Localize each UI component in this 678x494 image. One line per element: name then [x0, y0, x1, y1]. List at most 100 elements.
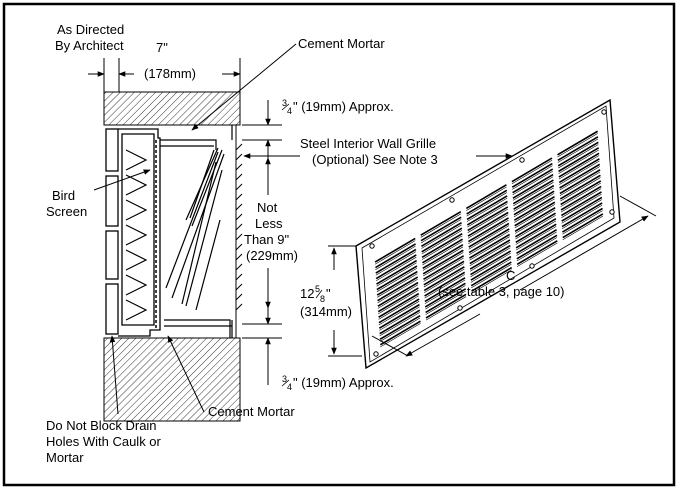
grille-slot-shadow	[559, 166, 600, 191]
c-arrow-2	[405, 313, 481, 357]
grille-slot-shadow	[423, 252, 464, 277]
grille-slot-shadow	[557, 138, 599, 163]
cement-mortar-top-label: Cement Mortar	[298, 36, 385, 51]
grille-slot	[375, 248, 417, 274]
grille-slot	[469, 233, 510, 259]
grille-slot	[374, 237, 416, 263]
grille-slot	[376, 265, 418, 291]
grille-slot-shadow	[557, 133, 598, 158]
grille-slot-shadow	[470, 247, 511, 272]
grille-slot	[375, 254, 417, 280]
grille-slot-shadow	[560, 188, 602, 213]
grille-slot	[379, 320, 421, 346]
drain-label-2: Holes With Caulk or	[46, 434, 162, 449]
grille-slot	[515, 223, 557, 249]
grille-slot	[558, 152, 600, 178]
grille-slot-shadow	[420, 219, 462, 244]
height-mm-label: (314mm)	[300, 304, 352, 319]
gap-top-label: " (19mm) Approx.	[293, 99, 394, 114]
wall-face-hatch	[235, 125, 243, 338]
grille-slot-shadow	[559, 171, 601, 196]
grille-slot-shadow	[421, 230, 463, 255]
grille-slot-shadow	[513, 187, 554, 212]
height-frac-den: 8	[320, 294, 325, 304]
sleeve	[160, 125, 233, 338]
grille-slot-shadow	[425, 285, 466, 310]
grille-slot-shadow	[561, 204, 603, 229]
grille-slot	[559, 163, 601, 189]
as-directed-label-1: As Directed	[57, 22, 124, 37]
grille-slot-shadow	[380, 323, 421, 348]
grille-slot-shadow	[378, 295, 419, 320]
grille-slot	[516, 234, 558, 260]
grille-slot-shadow	[560, 182, 601, 207]
grille-slot-shadow	[425, 296, 467, 321]
c-ref-label: (see table 3, page 10)	[438, 284, 564, 299]
grille-slot	[421, 233, 463, 258]
grille-slot	[420, 216, 462, 242]
height-whole-label: 12	[300, 286, 314, 301]
grille-slot-shadow	[560, 177, 601, 202]
grille-slot	[560, 185, 602, 211]
grille-slot-shadow	[517, 242, 558, 267]
grille-slot-shadow	[467, 214, 509, 239]
grille-slot-shadow	[379, 312, 420, 337]
c-arrow-1	[519, 215, 649, 291]
grille-slot-shadow	[470, 258, 512, 283]
grille-slot-shadow	[378, 290, 419, 315]
grille-slot-shadow	[515, 226, 557, 251]
grille-slot-shadow	[374, 240, 416, 265]
grille-slot-shadow	[469, 236, 510, 261]
grille-slot	[424, 271, 466, 297]
grille-slot	[376, 259, 418, 285]
grille-slot	[378, 292, 420, 318]
screw-hole-icon	[369, 109, 615, 357]
grille-slot	[425, 288, 467, 314]
grille-slot	[469, 239, 511, 265]
grille-slot-shadow	[562, 215, 604, 241]
grille-slot-shadow	[512, 176, 554, 201]
grille-slot-shadow	[468, 219, 509, 244]
notless-label-4: (229mm)	[246, 248, 298, 263]
grille-slot-shadow	[514, 198, 555, 223]
bird-label-2: Screen	[46, 204, 87, 219]
grille-slot-shadow	[377, 284, 419, 309]
louver-blades	[125, 149, 148, 321]
grille-slot-shadow	[514, 204, 555, 229]
grille-slot	[471, 266, 513, 292]
grille-slot	[470, 250, 512, 276]
grille-slot	[425, 293, 467, 319]
bird-label-1: Bird	[52, 188, 75, 203]
drain-leader	[109, 335, 119, 415]
grille-slot-shadow	[421, 235, 463, 260]
width-inches-label: 7"	[156, 40, 168, 55]
grille-slot	[423, 255, 465, 281]
grille-slot	[422, 249, 464, 275]
grille-slot	[515, 218, 557, 243]
grille-slot-shadow	[558, 149, 599, 174]
grille-slot-shadow	[470, 252, 511, 278]
grille-slot	[562, 207, 603, 233]
grille-slot	[423, 266, 465, 292]
grille-slot-shadow	[378, 301, 420, 326]
grille-slot	[465, 184, 507, 210]
grille-slot	[379, 309, 421, 335]
grille-slot	[466, 200, 508, 226]
grille-slot	[378, 298, 420, 324]
grille-slot	[466, 189, 508, 215]
grille-slot	[422, 238, 463, 264]
gap-bottom-frac-den: 4	[287, 382, 292, 392]
grille-slot-shadow	[559, 160, 600, 185]
c-label: C	[506, 268, 515, 283]
masonry-top	[103, 91, 241, 126]
grille-slot-shadow	[514, 209, 556, 234]
grille-slot-shadow	[513, 182, 554, 207]
grille-slot	[561, 196, 603, 222]
grille-slot	[421, 227, 463, 253]
grille-slot-shadow	[512, 171, 553, 196]
grille-slot-shadow	[375, 245, 416, 271]
grille-slot	[557, 141, 599, 167]
c-ext-top	[619, 195, 657, 217]
as-directed-label-2: By Architect	[55, 38, 124, 53]
grille-slot	[516, 229, 558, 255]
